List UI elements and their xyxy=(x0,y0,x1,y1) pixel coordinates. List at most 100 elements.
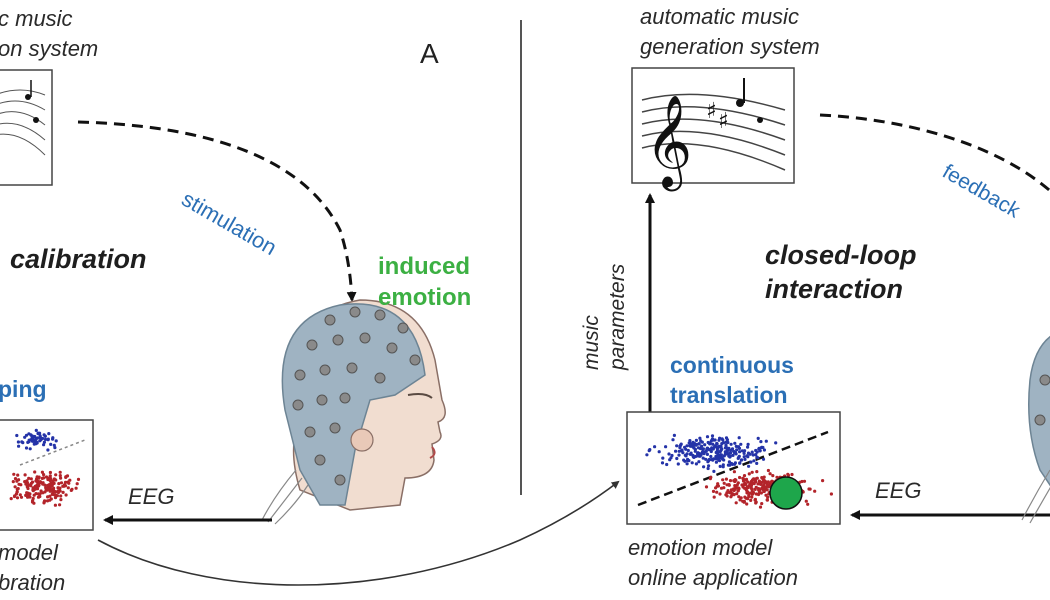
scatter-point xyxy=(755,450,759,454)
scatter-point xyxy=(743,486,747,490)
scatter-point xyxy=(48,487,52,491)
scatter-point xyxy=(13,477,18,481)
left-system-label-line1: c music xyxy=(0,6,73,31)
scatter-point xyxy=(686,448,690,453)
scatter-point xyxy=(757,487,761,491)
scatter-point xyxy=(715,451,719,455)
scatter-point xyxy=(705,435,710,439)
scatter-point xyxy=(34,428,38,432)
music-parameters-line1: music xyxy=(580,315,603,370)
scatter-point xyxy=(684,447,688,451)
scatter-point xyxy=(725,449,729,454)
scatter-point xyxy=(728,479,733,483)
scatter-point xyxy=(724,436,729,440)
scatter-point xyxy=(763,481,767,485)
scatter-point xyxy=(707,464,711,468)
scatter-point xyxy=(757,479,762,483)
scatter-point xyxy=(687,441,691,445)
scatter-point xyxy=(682,458,686,462)
right-model-line2: online application xyxy=(628,565,799,590)
scatter-point xyxy=(31,488,35,492)
scatter-point xyxy=(19,495,24,499)
scatter-point xyxy=(660,461,665,465)
scatter-point xyxy=(718,436,722,440)
scatter-point xyxy=(751,453,755,457)
scatter-point xyxy=(9,497,13,501)
scatter-point xyxy=(677,453,681,457)
model-transfer-arrow xyxy=(97,480,620,586)
scatter-point xyxy=(733,487,737,491)
closed-loop-title-line2: interaction xyxy=(765,274,904,304)
scatter-point xyxy=(40,470,45,474)
scatter-point xyxy=(48,470,53,475)
scatter-point xyxy=(807,487,811,491)
scatter-point xyxy=(694,462,699,466)
scatter-point xyxy=(661,456,665,460)
scatter-point xyxy=(15,433,19,438)
scatter-point xyxy=(720,447,724,451)
scatter-point xyxy=(720,437,724,441)
scatter-point xyxy=(718,492,722,496)
scatter-point xyxy=(711,442,715,446)
scatter-point xyxy=(690,461,694,465)
scatter-point xyxy=(743,457,747,461)
scatter-point xyxy=(721,463,725,467)
scatter-point xyxy=(718,464,722,468)
scatter-point xyxy=(68,478,72,482)
scatter-point xyxy=(36,479,40,483)
scatter-point xyxy=(732,493,736,497)
scatter-point xyxy=(49,477,53,481)
right-head-partial xyxy=(1021,335,1050,524)
scatter-point xyxy=(733,462,737,466)
right-model-line1: emotion model xyxy=(628,535,773,560)
scatter-point xyxy=(657,450,661,454)
scatter-point xyxy=(49,442,53,446)
scatter-point xyxy=(52,486,56,490)
scatter-point xyxy=(765,482,769,486)
scatter-point xyxy=(742,455,746,459)
scatter-point xyxy=(755,461,759,465)
scatter-point xyxy=(34,492,38,496)
induced-emotion-line2: emotion xyxy=(378,284,472,311)
scatter-point xyxy=(706,440,710,445)
scatter-point xyxy=(16,473,20,477)
scatter-point xyxy=(28,447,32,451)
scatter-point xyxy=(76,477,81,481)
right-system-label-line1: automatic music xyxy=(640,4,799,29)
scatter-point xyxy=(733,450,738,454)
scatter-point xyxy=(23,480,27,484)
scatter-point xyxy=(717,458,721,462)
scatter-point xyxy=(59,481,64,485)
scatter-point xyxy=(750,495,754,499)
scatter-point xyxy=(28,483,32,487)
scatter-point xyxy=(42,476,46,480)
scatter-point xyxy=(38,480,42,485)
scatter-point xyxy=(30,435,34,439)
scatter-point xyxy=(686,457,690,461)
scatter-point xyxy=(750,450,754,454)
scatter-point xyxy=(724,493,728,497)
scatter-point xyxy=(715,455,719,459)
scatter-point xyxy=(28,492,32,496)
scatter-point xyxy=(705,447,709,451)
scatter-point xyxy=(718,450,722,454)
scatter-point xyxy=(741,499,745,503)
scatter-point xyxy=(726,440,730,445)
left-model-line2: bration xyxy=(0,570,66,595)
scatter-point xyxy=(758,482,762,486)
scatter-point xyxy=(685,444,689,448)
scatter-point xyxy=(66,486,70,490)
scatter-point xyxy=(725,446,729,450)
scatter-point xyxy=(751,492,755,496)
scatter-point xyxy=(53,503,58,507)
scatter-point xyxy=(27,440,31,444)
calibration-title: calibration xyxy=(10,244,147,274)
scatter-point xyxy=(27,476,31,480)
scatter-point xyxy=(712,438,716,442)
scatter-point xyxy=(16,440,20,444)
scatter-point xyxy=(665,462,669,467)
scatter-point xyxy=(732,470,737,474)
scatter-point xyxy=(733,441,737,445)
